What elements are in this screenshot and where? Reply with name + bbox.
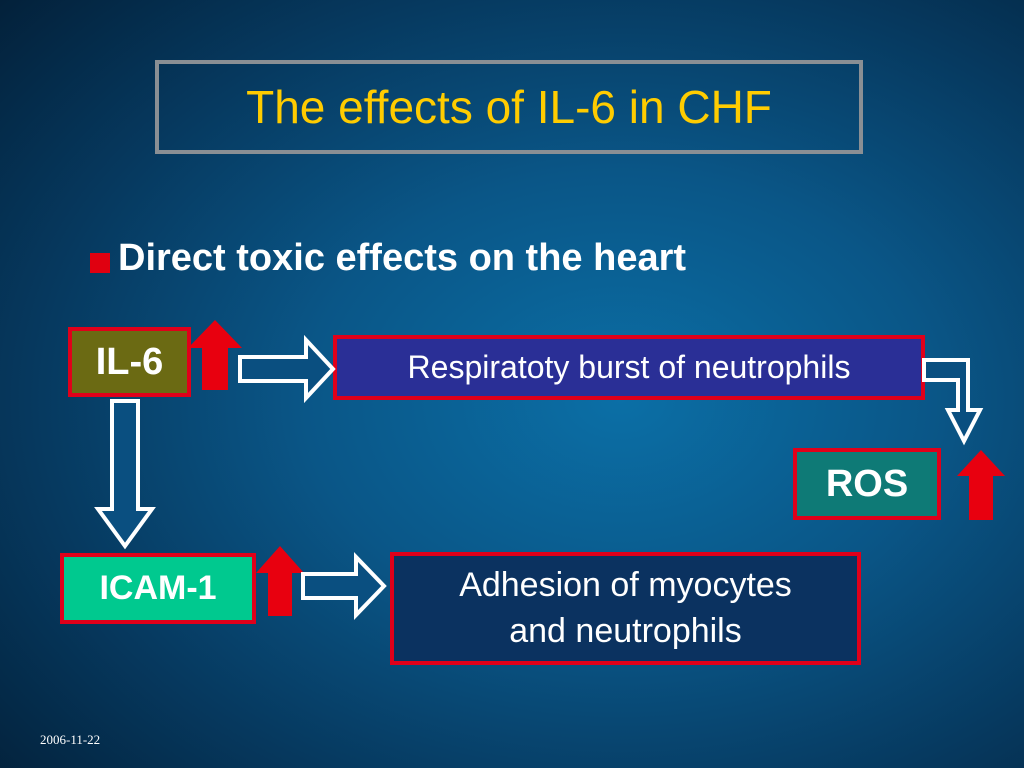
icam1-box: ICAM-1 [60,553,256,624]
up-arrow-icon [957,450,1005,520]
down-arrow-icon [922,358,984,446]
up-arrow-icon [256,546,304,616]
respiratory-burst-box: Respiratoty burst of neutrophils [333,335,925,400]
adhesion-box: Adhesion of myocytes and neutrophils [390,552,861,665]
down-arrow-icon [94,399,156,550]
up-arrow-icon [188,320,242,390]
ros-box: ROS [793,448,941,520]
right-arrow-icon [301,552,387,620]
right-arrow-icon [238,334,336,404]
bullet-text: Direct toxic effects on the heart [118,236,687,279]
adhesion-line-2: and neutrophils [509,611,742,650]
slide-title: The effects of IL-6 in CHF [155,60,863,154]
bullet-item: Direct toxic effects on the heart [90,230,686,286]
il6-box: IL-6 [68,327,191,397]
bullet-square-icon [90,253,110,273]
slide-date: 2006-11-22 [40,732,101,747]
adhesion-line-1: Adhesion of myocytes [459,565,792,604]
